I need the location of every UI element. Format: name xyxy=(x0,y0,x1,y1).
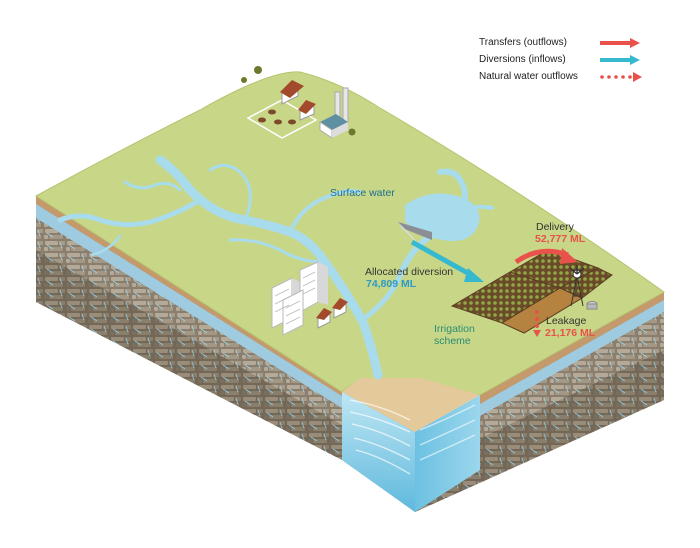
farm-icon xyxy=(241,66,356,139)
dam-icon xyxy=(398,222,432,246)
legend-diversions-label: Diversions (inflows) xyxy=(479,54,566,65)
diversion-arrow-icon xyxy=(410,239,484,282)
left-rock-face xyxy=(36,196,415,512)
legend-natural-outflows-label: Natural water outflows xyxy=(479,71,578,82)
allocated-diversion-label: Allocated diversion xyxy=(365,266,454,278)
leakage-value: 21,176 ML xyxy=(545,327,596,339)
irrigation-label-line2: scheme xyxy=(434,335,471,347)
legend-transfers-label: Transfers (outflows) xyxy=(479,37,567,48)
power-station-icon xyxy=(319,87,349,139)
irrigation-label-line1: Irrigation xyxy=(434,323,475,335)
river-gorge xyxy=(342,378,480,512)
leakage-label: Leakage xyxy=(546,315,587,327)
reservoir-lake xyxy=(405,193,480,242)
legend-arrows xyxy=(600,38,642,82)
delivery-arrow-icon xyxy=(514,248,578,265)
city-buildings-icon xyxy=(271,261,328,336)
delivery-value: 52,777 ML xyxy=(535,233,586,245)
windmill-icon xyxy=(569,265,598,310)
small-houses-icon xyxy=(316,298,348,329)
surface-water-label: Surface water xyxy=(330,187,395,199)
delivery-label: Delivery xyxy=(536,221,574,233)
leakage-arrow-icon xyxy=(533,310,541,337)
allocated-diversion-value: 74,809 ML xyxy=(366,278,417,290)
irrigation-fields xyxy=(450,249,613,334)
